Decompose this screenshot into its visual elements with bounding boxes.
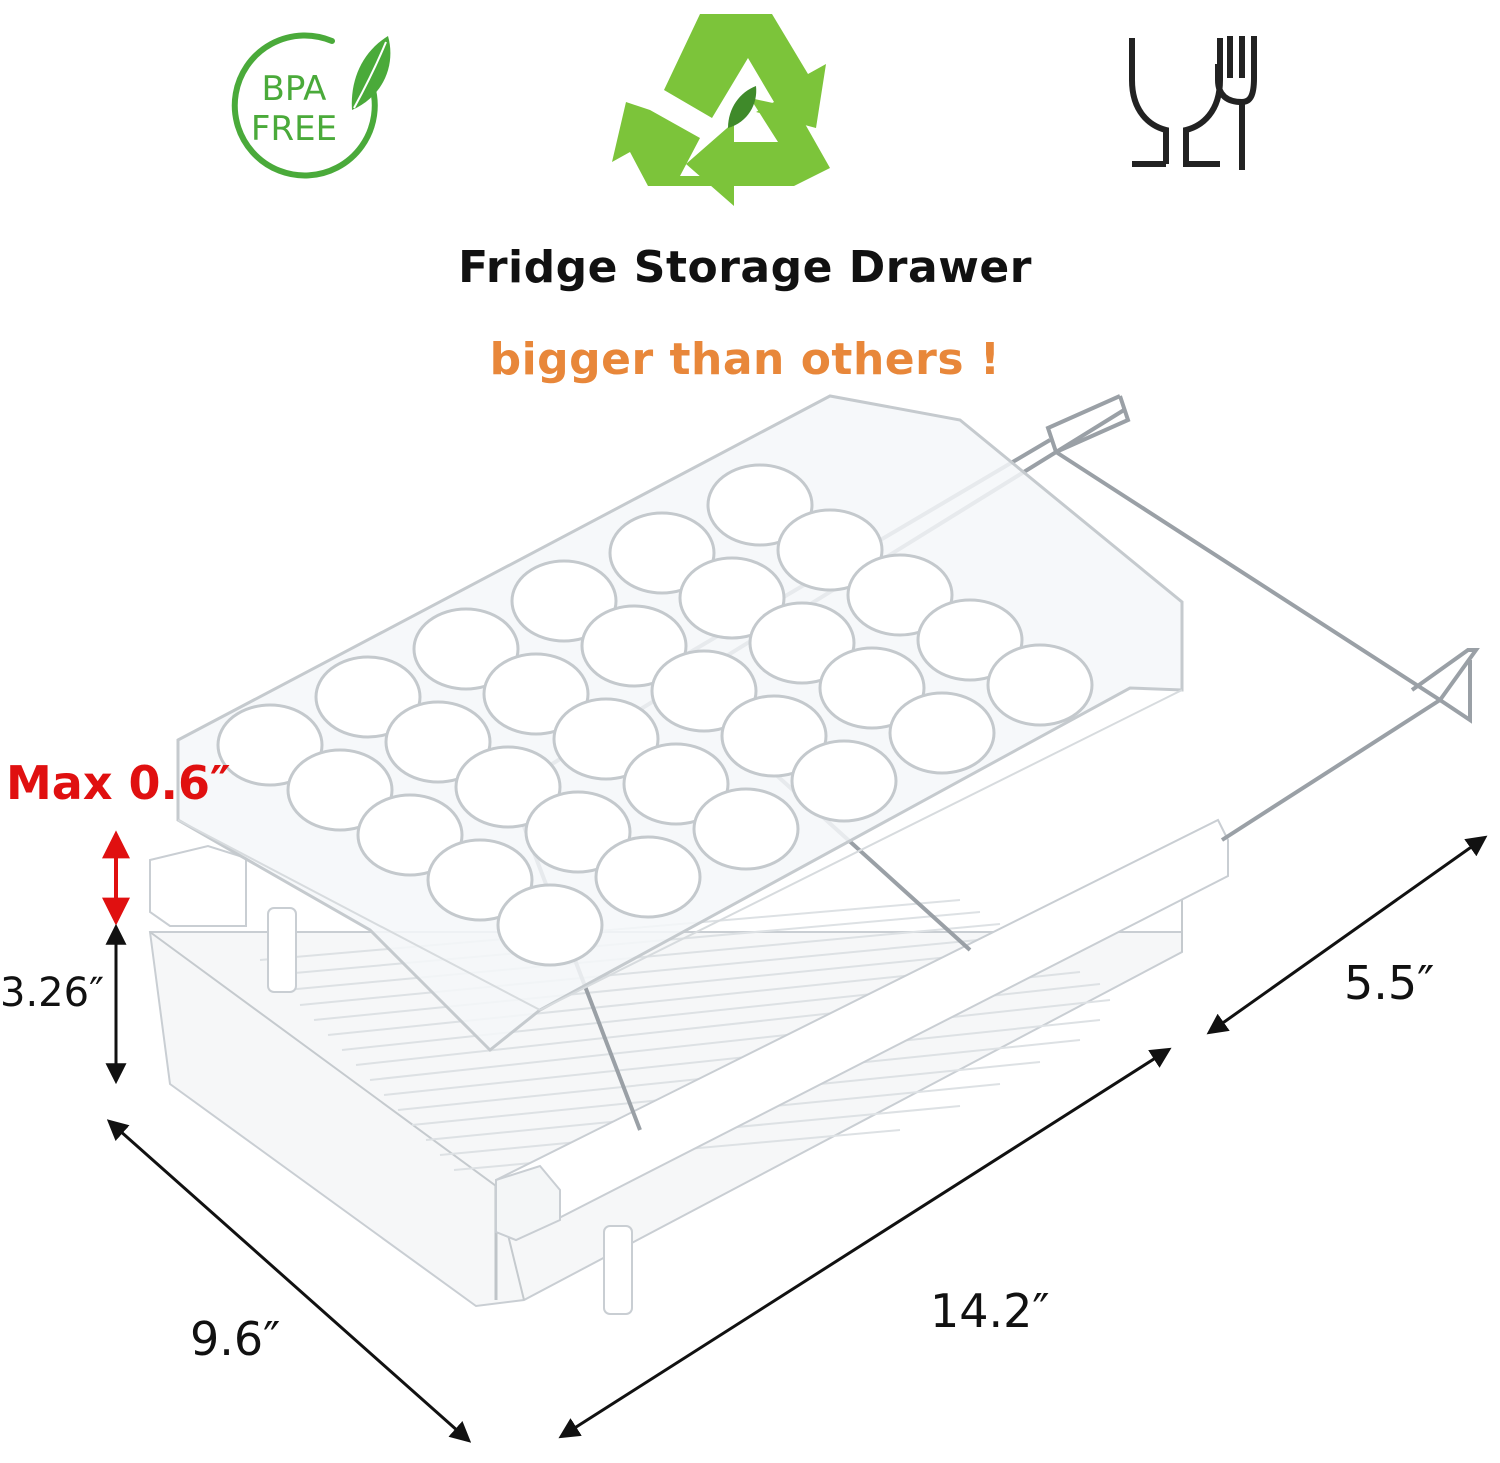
egg-slot bbox=[496, 883, 604, 967]
egg-slot bbox=[482, 652, 590, 736]
egg-slot bbox=[454, 745, 562, 829]
egg-slot bbox=[650, 649, 758, 733]
leaf-icon bbox=[728, 86, 757, 128]
page-subtitle: bigger than others ! bbox=[489, 334, 1001, 385]
egg-slot bbox=[622, 742, 730, 826]
height-label: 3.26″ bbox=[0, 970, 105, 1016]
egg-slot bbox=[356, 793, 464, 877]
egg-slot bbox=[314, 655, 422, 739]
egg-slot bbox=[818, 646, 926, 730]
egg-slot bbox=[720, 694, 828, 778]
egg-slot bbox=[426, 838, 534, 922]
food-safe-icon bbox=[1129, 36, 1257, 170]
egg-slot bbox=[510, 559, 618, 643]
egg-tray bbox=[176, 394, 1184, 1053]
egg-slot bbox=[790, 739, 898, 823]
bpa-free-badge bbox=[231, 32, 391, 179]
dimension-arrows bbox=[102, 830, 1488, 1443]
egg-slot bbox=[888, 691, 996, 775]
egg-slot bbox=[412, 607, 520, 691]
depth-label: 5.5″ bbox=[1344, 956, 1435, 1010]
egg-slot bbox=[552, 697, 660, 781]
egg-slot bbox=[594, 835, 702, 919]
egg-slot bbox=[608, 511, 716, 595]
max-gap-label: Max 0.6″ bbox=[6, 756, 231, 810]
egg-slot bbox=[776, 508, 884, 592]
bpa-label: BPA bbox=[262, 69, 327, 109]
page-title: Fridge Storage Drawer bbox=[458, 242, 1032, 293]
egg-slot bbox=[216, 703, 324, 787]
egg-slot bbox=[846, 553, 954, 637]
egg-slot bbox=[986, 643, 1094, 727]
leaf-icon bbox=[351, 36, 391, 110]
egg-slot bbox=[678, 556, 786, 640]
egg-slot bbox=[748, 601, 856, 685]
length-arrow bbox=[558, 1047, 1172, 1439]
width-label: 9.6″ bbox=[190, 1312, 281, 1366]
egg-slot bbox=[580, 604, 688, 688]
width-arrow bbox=[106, 1119, 472, 1443]
recycle-icon bbox=[612, 14, 830, 206]
egg-slot bbox=[286, 748, 394, 832]
egg-slot bbox=[916, 598, 1024, 682]
egg-slot bbox=[706, 463, 814, 547]
depth-arrow bbox=[1206, 835, 1488, 1035]
free-label: FREE bbox=[251, 109, 337, 149]
egg-slot bbox=[384, 700, 492, 784]
egg-slot bbox=[692, 787, 800, 871]
egg-slot bbox=[524, 790, 632, 874]
length-label: 14.2″ bbox=[930, 1284, 1050, 1338]
